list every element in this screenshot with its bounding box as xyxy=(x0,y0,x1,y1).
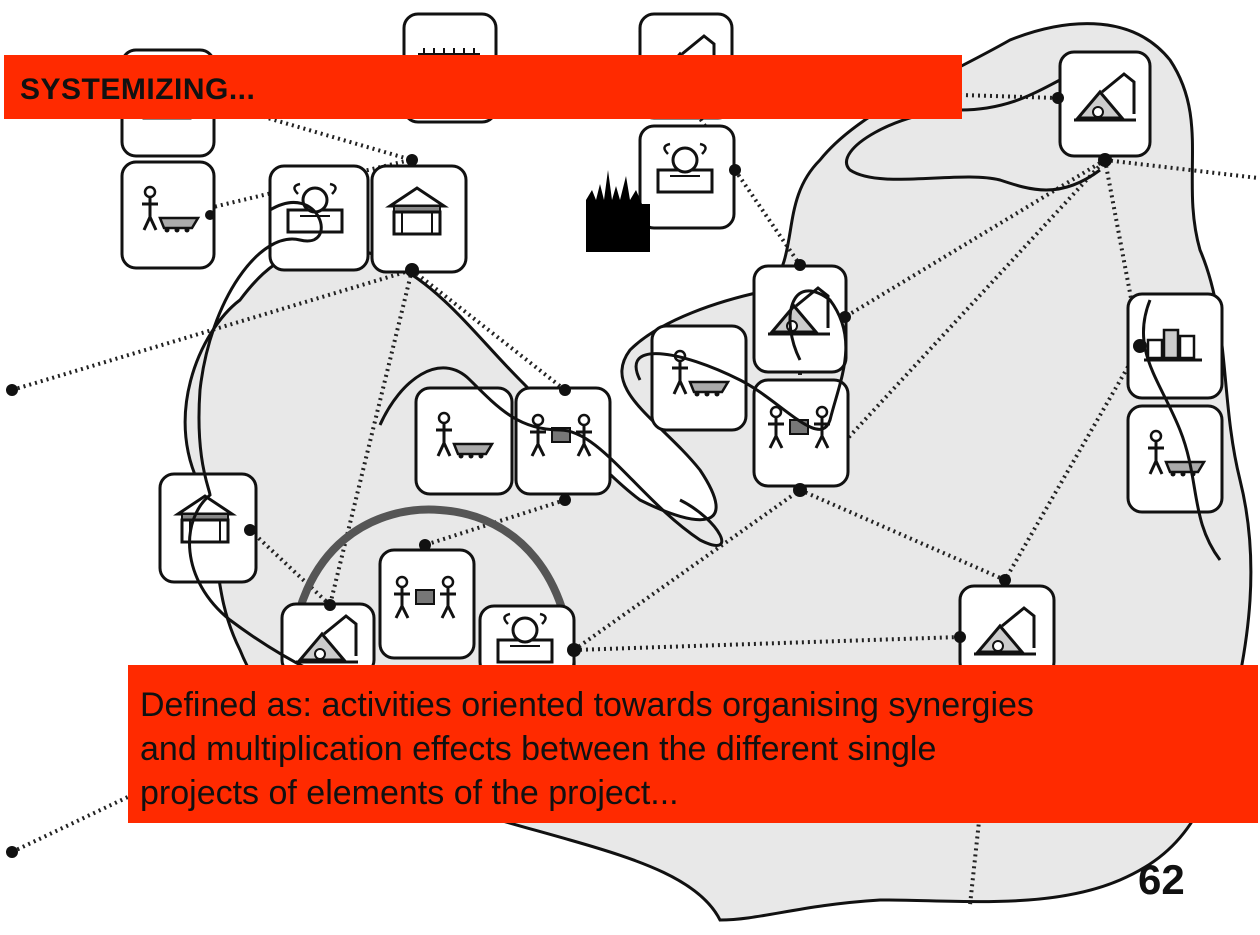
cathedral-silhouette-icon xyxy=(586,170,650,252)
people-exchange-icon xyxy=(514,386,612,496)
market-stall-icon xyxy=(158,472,258,584)
tree-sculpture-icon xyxy=(638,124,736,230)
tent-icon xyxy=(752,264,848,374)
definition-line: projects of elements of the project... xyxy=(140,774,679,812)
central-ring xyxy=(286,505,576,671)
slide-title: SYSTEMIZING... xyxy=(4,55,962,119)
tent-icon xyxy=(958,584,1056,678)
definition-line: and multiplication effects between the d… xyxy=(140,730,937,768)
worker-conveyor-icon xyxy=(650,324,748,432)
worker-conveyor-icon xyxy=(414,386,514,496)
tent-icon xyxy=(1058,50,1152,158)
market-stall-icon xyxy=(370,164,468,274)
people-exchange-icon xyxy=(378,548,476,660)
network-nodes xyxy=(6,92,1147,858)
definition-box: Defined as: activities oriented towards … xyxy=(128,665,1258,823)
page-number: 62 xyxy=(1138,856,1185,903)
worker-conveyor-icon xyxy=(120,160,216,270)
definition-line: Defined as: activities oriented towards … xyxy=(140,686,1034,724)
worker-conveyor-icon xyxy=(1126,404,1224,514)
route-line xyxy=(188,78,1222,672)
people-exchange-icon xyxy=(752,378,850,488)
